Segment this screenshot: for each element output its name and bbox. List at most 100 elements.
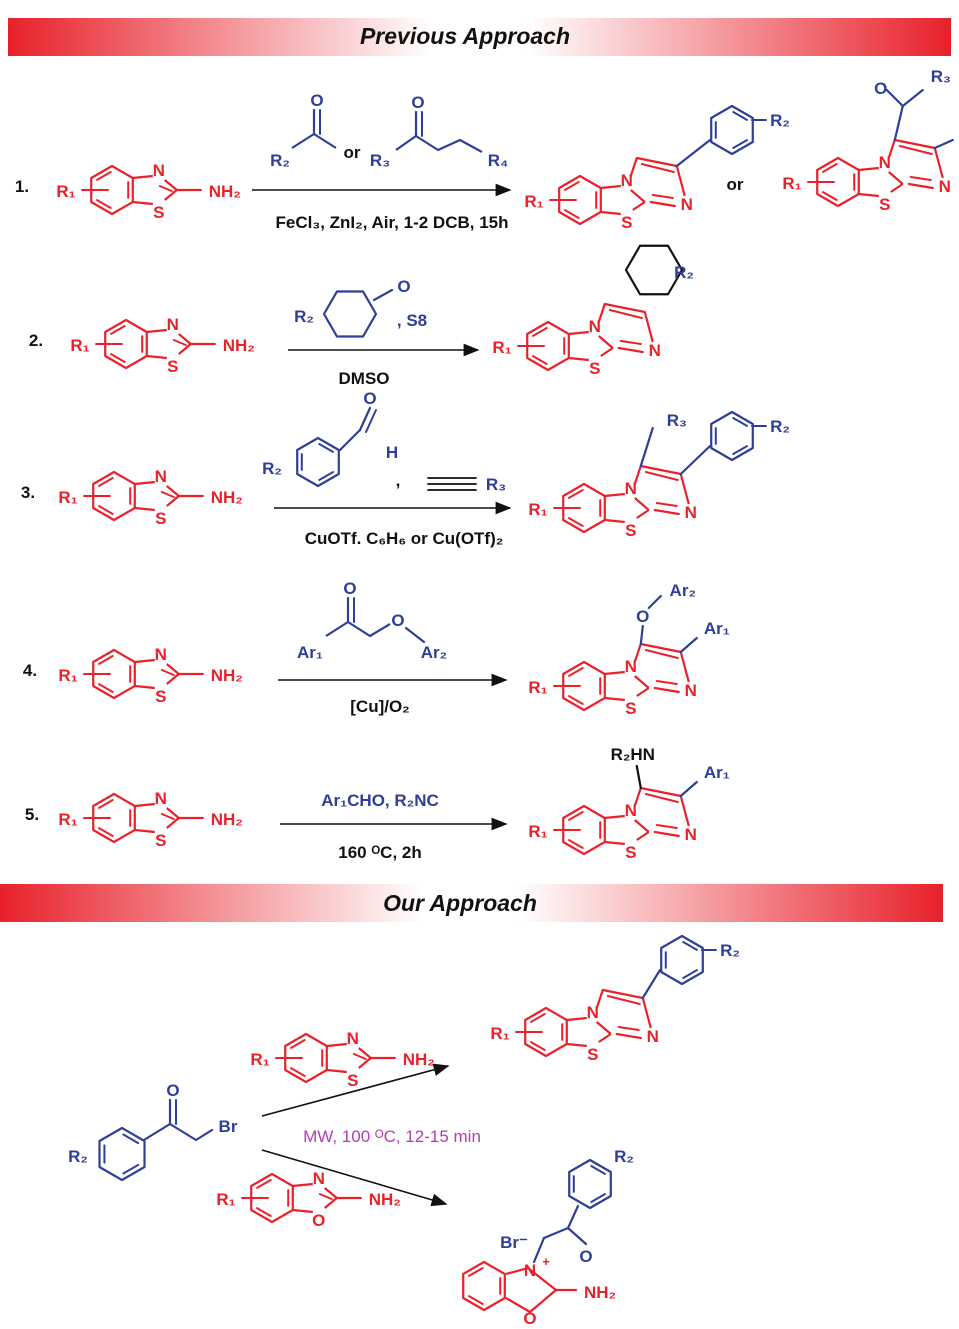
amine-label: NH₂ — [211, 666, 243, 685]
double-bond — [564, 181, 580, 191]
double-bond — [606, 995, 641, 1005]
bond — [598, 335, 614, 349]
bond — [933, 138, 954, 150]
carbonyl-bond — [885, 88, 904, 108]
row-5-reagent: Ar₁CHO, R₂NC — [321, 791, 439, 810]
nitrogen-label: N — [681, 195, 693, 214]
or-label: or — [344, 143, 361, 162]
bond — [634, 497, 650, 511]
benzaldehyde-ring — [296, 436, 340, 488]
previous-approach-title: Previous Approach — [360, 23, 570, 49]
row-1-conditions: FeCl₃, ZnI₂, Air, 1-2 DCB, 15h — [276, 213, 509, 232]
bond — [641, 968, 662, 1000]
nitrogen-label: N — [647, 1027, 659, 1046]
double-bond — [532, 327, 548, 337]
r2-label: R₂ — [770, 417, 790, 436]
row-3-bond — [166, 495, 180, 507]
r3-label: R₃ — [486, 475, 506, 494]
amine-label: NH₂ — [584, 1283, 616, 1302]
double-bond — [732, 417, 748, 427]
oxygen-label: O — [411, 93, 424, 112]
r1-label: R₁ — [528, 678, 547, 697]
ketoether-skeleton — [325, 620, 391, 638]
double-bond — [318, 471, 334, 481]
double-bond — [640, 163, 675, 173]
r1-label: R₁ — [524, 192, 543, 211]
benzoxazolium-benzene — [462, 1260, 506, 1312]
r1-label: R₁ — [490, 1024, 509, 1043]
sulfur-label: S — [625, 521, 636, 540]
ours-bottom-bond — [292, 1182, 313, 1188]
r2-label: R₂ — [270, 151, 290, 170]
oxygen-label: O — [391, 611, 404, 630]
r2-label: R₂ — [614, 1147, 634, 1166]
r2-label: R₂ — [294, 307, 314, 326]
r1-label: R₁ — [528, 500, 547, 519]
row-1-bond — [132, 174, 153, 180]
row-3-bond — [166, 485, 180, 497]
bond — [404, 626, 426, 644]
double-bond — [909, 176, 932, 181]
hydrogen-label: H — [386, 443, 398, 462]
r1-label: R₁ — [782, 174, 801, 193]
nitrogen-label: N — [313, 1169, 325, 1188]
phenacyl-ring — [98, 1126, 146, 1182]
double-bond — [160, 491, 175, 498]
row-2-conditions: DMSO — [339, 369, 390, 388]
bond — [907, 182, 934, 190]
bond — [636, 831, 650, 841]
oxygen-label: O — [166, 1081, 179, 1100]
nitrogen-label: N — [685, 825, 697, 844]
row-5-bond — [166, 807, 180, 819]
row-5-number: 5. — [25, 805, 39, 824]
double-bond — [352, 1053, 367, 1060]
sulfur-label: S — [155, 509, 166, 528]
double-bond — [822, 163, 838, 173]
r2-label: R₂ — [68, 1147, 88, 1166]
ours-top-bond — [326, 1042, 347, 1048]
carbonyl-bond — [566, 1226, 588, 1246]
sulfur-label: S — [589, 359, 600, 378]
ours-bottom-arrow — [261, 1149, 448, 1207]
row-2-number: 2. — [29, 331, 43, 350]
double-bond — [608, 309, 643, 319]
ours-bottom-bond — [324, 1187, 338, 1199]
row-1-bond — [164, 179, 178, 191]
double-bond — [110, 353, 126, 363]
bond — [617, 346, 644, 354]
row-2-bond — [178, 333, 192, 345]
nitrogen-label: N — [939, 177, 951, 196]
nitrogen-label: N — [879, 153, 891, 172]
double-bond — [732, 111, 748, 121]
row-5-bond — [134, 802, 155, 808]
our-approach-title: Our Approach — [383, 890, 537, 916]
bond — [634, 675, 650, 689]
r1-label: R₁ — [58, 810, 77, 829]
nitrogen-label: N — [621, 171, 633, 190]
double-bond — [530, 1041, 546, 1051]
double-bond — [590, 1165, 606, 1175]
double-bond — [532, 355, 548, 365]
r1-label: R₁ — [492, 338, 511, 357]
double-bond — [644, 471, 679, 481]
bond — [636, 509, 650, 519]
bromide-label: Br⁻ — [500, 1233, 528, 1252]
imidazole-ring — [633, 642, 690, 683]
double-bond — [619, 340, 642, 345]
ours-conditions: MW, 100 ᴼC, 12-15 min — [303, 1127, 481, 1146]
bond — [542, 1226, 570, 1240]
sulfur-label: S — [625, 699, 636, 718]
our-approach-banner — [0, 884, 943, 922]
amine-label: NH₂ — [211, 810, 243, 829]
bond — [636, 687, 650, 697]
r1-label: R₁ — [58, 666, 77, 685]
bond — [630, 189, 646, 203]
row-4-bond — [134, 684, 155, 690]
r2-label: R₂ — [720, 941, 740, 960]
double-bond — [564, 209, 580, 219]
double-bond — [290, 1039, 306, 1049]
double-bond — [256, 1179, 272, 1189]
sulfur-label: S — [155, 687, 166, 706]
double-bond — [160, 669, 175, 676]
